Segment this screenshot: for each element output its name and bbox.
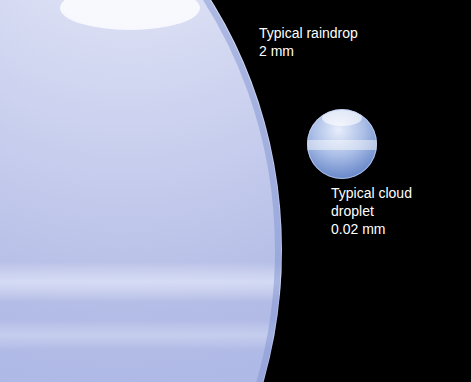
raindrop-sphere	[0, 0, 300, 382]
raindrop-size: 2 mm	[259, 42, 294, 60]
cloud-droplet-sphere	[300, 109, 390, 179]
raindrop-caption: Typical raindrop	[259, 24, 358, 42]
cloud-droplet-caption: Typical cloud droplet	[331, 184, 412, 220]
cloud-droplet-size: 0.02 mm	[331, 220, 385, 238]
